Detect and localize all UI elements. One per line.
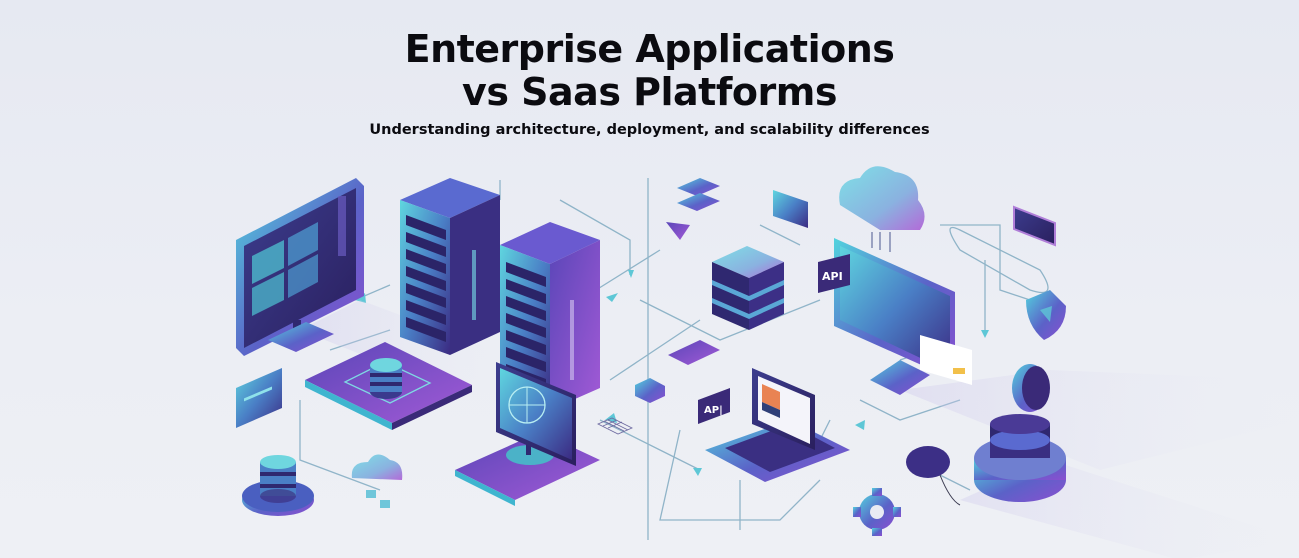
cloud bbox=[839, 166, 925, 252]
laptop bbox=[705, 368, 850, 482]
api-tag: AP| bbox=[698, 388, 730, 424]
api-monitor: API bbox=[818, 238, 972, 395]
network-grid bbox=[597, 417, 633, 435]
large-database bbox=[974, 414, 1066, 502]
arrow-icons bbox=[355, 270, 989, 476]
cable-module bbox=[668, 340, 720, 365]
globe-monitor bbox=[455, 362, 600, 506]
header: Enterprise Applications vs Saas Platform… bbox=[0, 27, 1299, 139]
svg-text:AP|: AP| bbox=[704, 405, 723, 416]
connector-block bbox=[635, 378, 665, 403]
page-title-line-1: Enterprise Applications bbox=[404, 27, 895, 71]
round-badge bbox=[906, 446, 961, 506]
svg-text:API: API bbox=[822, 270, 843, 283]
database-stack-small bbox=[242, 455, 314, 516]
shield bbox=[1026, 290, 1066, 340]
small-panel bbox=[236, 368, 282, 428]
desktop-monitor-dashboard bbox=[236, 178, 364, 356]
gear bbox=[853, 488, 901, 536]
database-platform bbox=[305, 342, 472, 430]
small-cloud bbox=[351, 454, 403, 508]
floating-chips bbox=[666, 178, 808, 240]
top-right-chip bbox=[1013, 205, 1056, 247]
gauge-disc bbox=[1012, 364, 1050, 412]
server-rack-1 bbox=[400, 178, 500, 355]
storage-stack bbox=[712, 246, 784, 330]
page-subtitle: Understanding architecture, deployment, … bbox=[369, 122, 930, 138]
page-title-line-2: vs Saas Platforms bbox=[462, 70, 837, 114]
